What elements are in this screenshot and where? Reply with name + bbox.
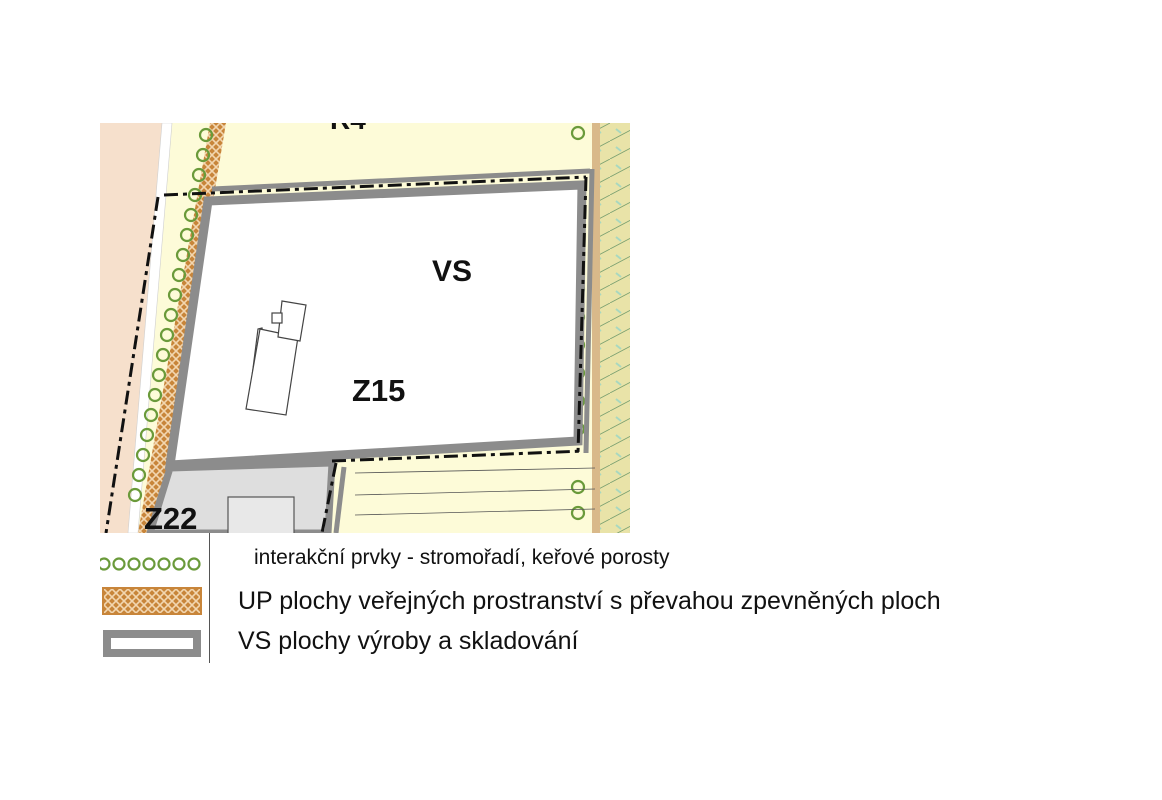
zoning-map[interactable]: R4 VS Z15 Z22: [100, 123, 630, 533]
building-z22: [227, 496, 295, 533]
label-z15: Z15: [352, 373, 405, 408]
label-vs: VS: [432, 255, 472, 288]
label-z22: Z22: [144, 501, 197, 533]
legend-label-storage: VS plochy výroby a skladování: [238, 627, 579, 655]
building-z15: [245, 300, 307, 416]
tree-row-circles-icon: [100, 557, 201, 571]
parcel-lines: [354, 467, 596, 516]
vs-outer-border: [211, 168, 595, 533]
boundary-lines: [104, 175, 588, 533]
forest-edge: [592, 123, 600, 533]
legend-item-storage: VS plochy výroby a skladování: [100, 627, 1100, 661]
tree-row-left: [127, 127, 214, 503]
legend-label-public-space: UP plochy veřejných prostranství s převa…: [238, 587, 941, 615]
area-z15-vs: [164, 180, 587, 470]
map-canvas: R4 VS Z15 Z22: [100, 123, 630, 533]
legend-item-tree-row: interakční prvky - stromořadí, keřové po…: [100, 545, 1100, 579]
forest-strip: [600, 123, 630, 533]
road-strip: [100, 123, 168, 533]
label-top-cut: R4: [330, 123, 366, 135]
legend-divider: [209, 533, 210, 663]
hatched-orange-area-icon: [102, 587, 202, 615]
road-edge: [127, 123, 173, 533]
gray-outlined-area-icon: [103, 630, 201, 657]
legend-item-public-space: UP plochy veřejných prostranství s převa…: [100, 585, 1100, 619]
map-legend: interakční prvky - stromořadí, keřové po…: [100, 533, 1100, 663]
legend-label-tree-row: interakční prvky - stromořadí, keřové po…: [254, 546, 670, 569]
